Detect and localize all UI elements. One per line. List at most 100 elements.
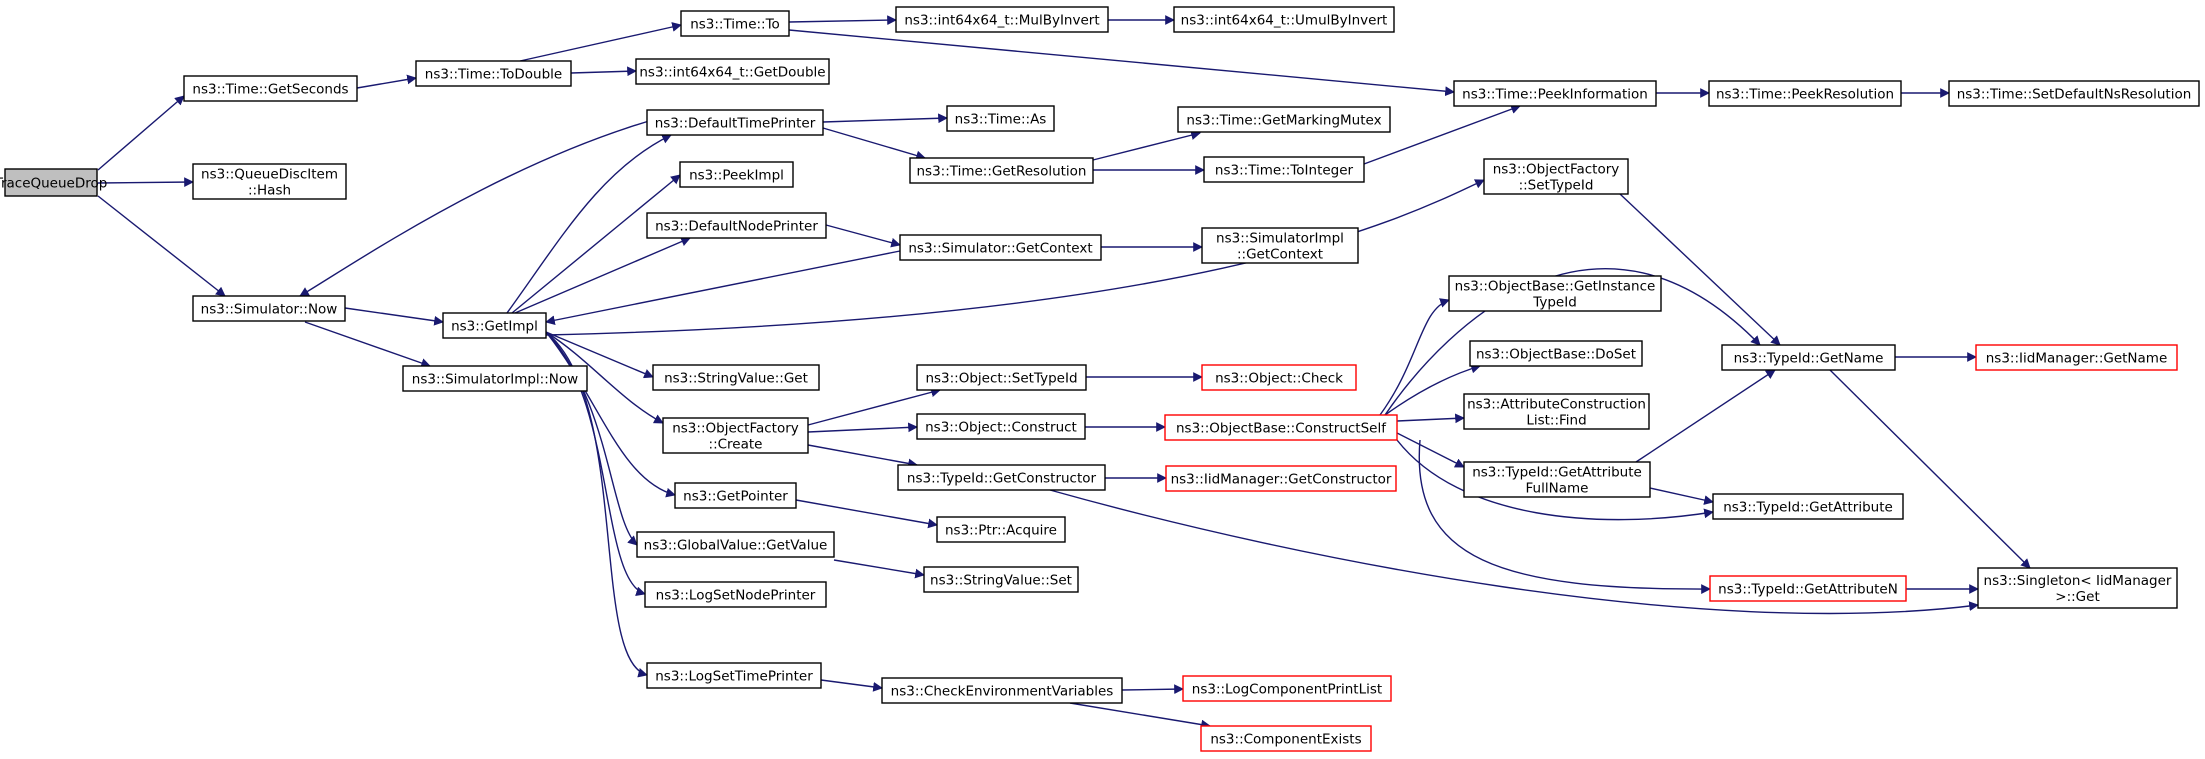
- node-label: ns3::ObjectBase::DoSet: [1476, 347, 1636, 363]
- node-ns3-typeid-getconstructor[interactable]: ns3::TypeId::GetConstructor: [897, 464, 1106, 491]
- node-label: ns3::ComponentExists: [1210, 732, 1361, 748]
- node-ns3-iidmanager-getconstructor[interactable]: ns3::IidManager::GetConstructor: [1165, 465, 1397, 492]
- node-ns3-int64x64-t-umulbyinvert[interactable]: ns3::int64x64_t::UmulByInvert: [1173, 6, 1395, 33]
- node-ns3-int64x64-t-mulbyinvert[interactable]: ns3::int64x64_t::MulByInvert: [895, 6, 1109, 33]
- node-ns3-int64x64-t-getdouble[interactable]: ns3::int64x64_t::GetDouble: [635, 58, 830, 85]
- node-label: ns3::Time::GetMarkingMutex: [1186, 113, 1381, 129]
- node-ns3-object-settypeid[interactable]: ns3::Object::SetTypeId: [916, 364, 1087, 391]
- node-box: [192, 295, 346, 322]
- edge-ns3-time-to-to-ns3-time-peekinformation: [788, 29, 1455, 97]
- node-ns3-objectfactory-settypeid[interactable]: ns3::ObjectFactory::SetTypeId: [1483, 158, 1629, 195]
- edge-ns3-defaulttimeprinter-to-ns3-time-as: [822, 113, 948, 124]
- node-label: ns3::GlobalValue::GetValue: [644, 538, 828, 554]
- node-ns3-objectfactory-create[interactable]: ns3::ObjectFactory::Create: [662, 417, 809, 454]
- node-layer: TraceQueueDropns3::Time::GetSecondsns3::…: [0, 6, 2200, 752]
- node-box: [1975, 344, 2178, 371]
- node-ns3-time-peekresolution[interactable]: ns3::Time::PeekResolution: [1708, 80, 1902, 107]
- node-label: ns3::Time::To: [690, 17, 780, 33]
- node-label: ns3::CheckEnvironmentVariables: [891, 684, 1114, 700]
- node-ns3-logsetnodeprinter[interactable]: ns3::LogSetNodePrinter: [644, 581, 827, 608]
- node-ns3-object-check[interactable]: ns3::Object::Check: [1201, 364, 1357, 391]
- node-ns3-time-to[interactable]: ns3::Time::To: [680, 10, 790, 37]
- node-ns3-time-setdefaultnsresolution[interactable]: ns3::Time::SetDefaultNsResolution: [1948, 80, 2200, 107]
- node-ns3-time-peekinformation[interactable]: ns3::Time::PeekInformation: [1453, 80, 1657, 107]
- edge-ns3-objectfactory-create-to-ns3-object-construct: [807, 422, 918, 433]
- edge-ns3-time-to-to-ns3-int64x64-t-mulbyinvert: [788, 15, 897, 26]
- edge-ns3-getimpl-to-ns3-logsetnodeprinter: [545, 331, 646, 597]
- edge-ns3-simulator-now-to-ns3-getimpl: [344, 307, 444, 326]
- node-label: ns3::Ptr::Acquire: [945, 523, 1057, 539]
- node-ns3-time-todouble[interactable]: ns3::Time::ToDouble: [415, 60, 572, 87]
- node-ns3-checkenvironmentvariables[interactable]: ns3::CheckEnvironmentVariables: [881, 677, 1123, 704]
- node-box: [662, 417, 809, 454]
- node-ns3-simulatorimpl-getcontext[interactable]: ns3::SimulatorImpl::GetContext: [1201, 227, 1359, 264]
- edge-ns3-getimpl-to-ns3-objectfactory-create: [545, 331, 664, 424]
- node-ns3-typeid-getattribute[interactable]: ns3::TypeId::GetAttribute: [1712, 493, 1904, 520]
- edge-tracequeuedrop-to-ns3-queuediscitem-hash: [97, 177, 194, 187]
- node-label: ns3::StringValue::Set: [930, 573, 1072, 589]
- edge-ns3-defaulttimeprinter-to-ns3-simulator-now: [299, 109, 691, 297]
- node-ns3-simulator-getcontext[interactable]: ns3::Simulator::GetContext: [899, 234, 1102, 261]
- node-label: ::Create: [709, 437, 763, 453]
- node-ns3-logsettimeprinter[interactable]: ns3::LogSetTimePrinter: [646, 662, 822, 689]
- node-label: ns3::LogSetTimePrinter: [655, 669, 813, 685]
- node-ns3-time-as[interactable]: ns3::Time::As: [946, 105, 1055, 132]
- node-ns3-simulatorimpl-now[interactable]: ns3::SimulatorImpl::Now: [402, 365, 588, 392]
- node-label: ns3::GetPointer: [683, 489, 788, 505]
- node-ns3-getimpl[interactable]: ns3::GetImpl: [442, 312, 547, 339]
- node-box: [652, 364, 820, 391]
- edge-ns3-time-getseconds-to-ns3-time-todouble: [356, 74, 417, 89]
- node-ns3-stringvalue-get[interactable]: ns3::StringValue::Get: [652, 364, 820, 391]
- node-ns3-object-construct[interactable]: ns3::Object::Construct: [916, 413, 1086, 440]
- node-ns3-defaulttimeprinter[interactable]: ns3::DefaultTimePrinter: [646, 109, 824, 136]
- node-box: [1164, 414, 1398, 441]
- edge-ns3-getimpl-to-ns3-defaulttimeprinter: [506, 134, 672, 314]
- node-ns3-time-tointeger[interactable]: ns3::Time::ToInteger: [1203, 156, 1365, 183]
- node-label: ns3::Time::PeekInformation: [1462, 87, 1648, 103]
- node-label: ns3::SimulatorImpl: [1216, 231, 1344, 247]
- node-box: [1177, 106, 1391, 133]
- node-ns3-objectbase-doset[interactable]: ns3::ObjectBase::DoSet: [1469, 340, 1643, 367]
- node-ns3-componentexists[interactable]: ns3::ComponentExists: [1200, 725, 1372, 752]
- node-ns3-objectbase-constructself[interactable]: ns3::ObjectBase::ConstructSelf: [1164, 414, 1398, 441]
- node-box: [1453, 80, 1657, 107]
- edge-ns3-checkenvironmentvariables-to-ns3-componentexists: [1069, 702, 1211, 730]
- node-ns3-peekimpl[interactable]: ns3::PeekImpl: [679, 161, 794, 188]
- node-ns3-queuediscitem-hash[interactable]: ns3::QueueDiscItem::Hash: [192, 163, 347, 200]
- node-box: [897, 464, 1106, 491]
- node-label: ns3::Time::PeekResolution: [1716, 87, 1894, 103]
- node-label: ::GetContext: [1237, 247, 1323, 263]
- node-ns3-iidmanager-getname[interactable]: ns3::IidManager::GetName: [1975, 344, 2178, 371]
- node-ns3-globalvalue-getvalue[interactable]: ns3::GlobalValue::GetValue: [636, 531, 835, 558]
- node-ns3-logcomponentprintlist[interactable]: ns3::LogComponentPrintList: [1182, 675, 1392, 702]
- node-ns3-stringvalue-set[interactable]: ns3::StringValue::Set: [923, 566, 1079, 593]
- node-label: ns3::Time::ToDouble: [425, 67, 562, 83]
- node-ns3-time-getresolution[interactable]: ns3::Time::GetResolution: [909, 157, 1094, 184]
- node-label: ns3::int64x64_t::MulByInvert: [904, 13, 1099, 29]
- node-ns3-time-getseconds[interactable]: ns3::Time::GetSeconds: [183, 75, 358, 102]
- node-ns3-typeid-getname[interactable]: ns3::TypeId::GetName: [1721, 344, 1896, 371]
- edge-ns3-time-getresolution-to-ns3-time-getmarkingmutex: [1092, 130, 1201, 161]
- node-box: [946, 105, 1055, 132]
- edge-ns3-simulator-now-to-ns3-simulatorimpl-now: [304, 321, 431, 368]
- node-ns3-defaultnodeprinter[interactable]: ns3::DefaultNodePrinter: [646, 212, 827, 239]
- edge-ns3-checkenvironmentvariables-to-ns3-logcomponentprintlist: [1121, 684, 1184, 695]
- edge-ns3-objectbase-constructself-to-ns3-typeid-getattributen: [1418, 439, 1711, 594]
- node-label: ns3::PeekImpl: [689, 168, 784, 184]
- node-label: ns3::TypeId::GetAttribute: [1723, 500, 1893, 516]
- edge-ns3-objectfactory-settypeid-to-ns3-typeid-getname: [1619, 193, 1781, 346]
- node-ns3-simulator-now[interactable]: ns3::Simulator::Now: [192, 295, 346, 322]
- node-box: [899, 234, 1102, 261]
- node-ns3-typeid-getattributen[interactable]: ns3::TypeId::GetAttributeN: [1709, 575, 1907, 602]
- node-ns3-getpointer[interactable]: ns3::GetPointer: [674, 482, 797, 509]
- node-label: ns3::AttributeConstruction: [1467, 397, 1646, 413]
- node-box: [646, 109, 824, 136]
- node-box: [1201, 227, 1359, 264]
- node-ns3-singleton-iidmanager-get[interactable]: ns3::Singleton< IidManager >::Get: [1977, 567, 2178, 609]
- node-ns3-time-getmarkingmutex[interactable]: ns3::Time::GetMarkingMutex: [1177, 106, 1391, 133]
- node-ns3-ptr-acquire[interactable]: ns3::Ptr::Acquire: [936, 516, 1066, 543]
